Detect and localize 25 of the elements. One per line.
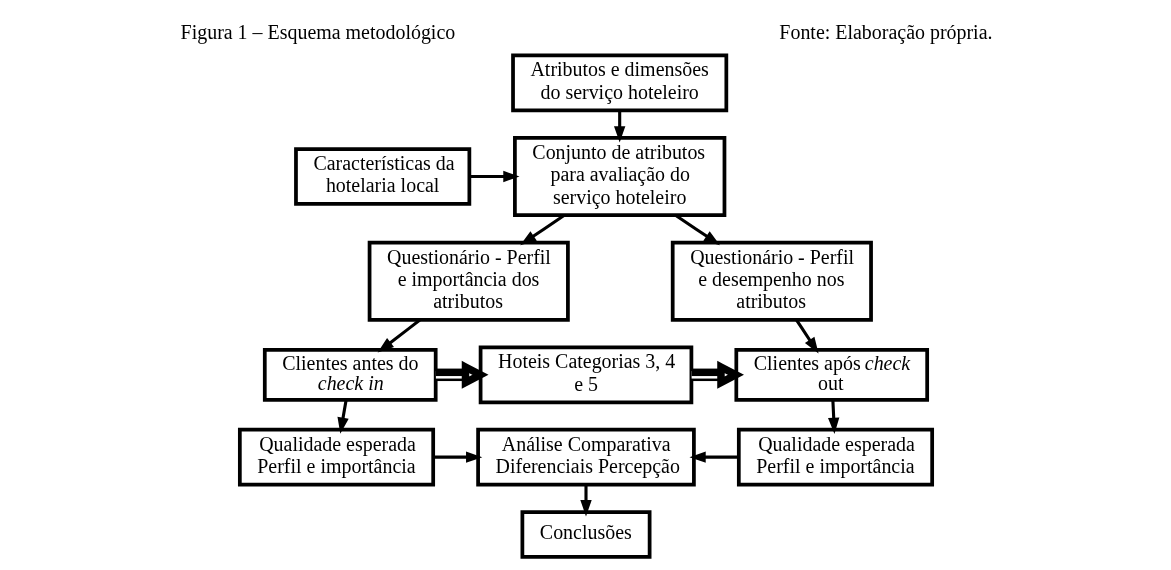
arrow — [377, 318, 421, 353]
diagram-title: Figura 1 – Esquema metodológico — [180, 21, 455, 44]
arrow — [613, 110, 625, 143]
node-box: Questionário - Perfil e importância dos atributos — [367, 240, 570, 322]
node-box: Qualidade esperada Perfil e importância — [736, 427, 934, 487]
arrow — [794, 319, 819, 354]
arrow — [435, 360, 488, 389]
arrow — [469, 170, 520, 183]
node-box: Clientes após check out — [733, 348, 929, 402]
node-box: Conjunto de atributos para avaliação do serviço hoteleiro — [512, 135, 726, 217]
arrow — [579, 485, 592, 517]
node-box: Qualidade esperada Perfil e importância — [237, 427, 435, 487]
node-box: Conclusões — [520, 510, 651, 559]
arrow — [336, 399, 349, 434]
arrow — [827, 399, 839, 434]
node-box: Características da hotelaria local — [293, 147, 471, 206]
node-box: Questionário - Perfil e desempenho nos atributos — [670, 240, 873, 322]
arrow — [433, 451, 482, 463]
arrow — [691, 360, 744, 389]
node-box: Clientes antes do check in — [262, 348, 438, 402]
node-box: Atributos e dimensões do serviço hoteleiro — [510, 53, 728, 113]
node-box: Hoteis Categorias 3, 4 e 5 — [478, 345, 693, 405]
caption: Fonte: Elaboração própria. — [778, 21, 992, 44]
node-box: Análise Comparativa Diferenciais Percepção — [475, 427, 696, 487]
arrow — [688, 451, 738, 463]
